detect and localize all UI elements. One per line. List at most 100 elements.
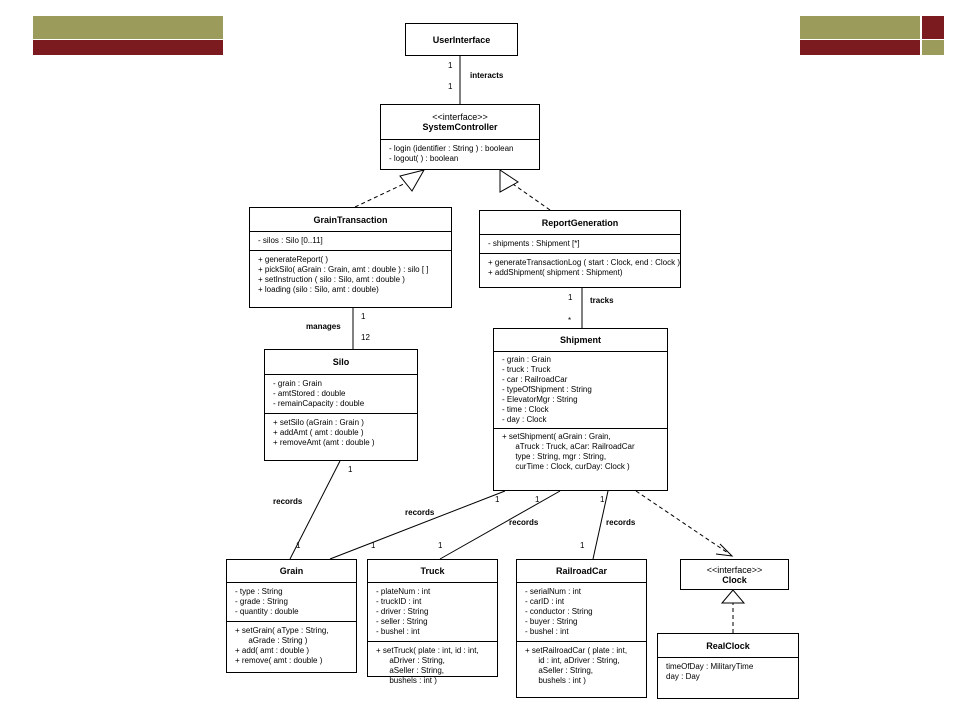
class-attr: - plateNum : int — [376, 587, 431, 596]
mult-ui-top: 1 — [448, 61, 453, 70]
class-shipment-attrs: - grain : Grain - truck : Truck - car : … — [494, 352, 667, 429]
mult-shipment-records-grain: 1 — [495, 495, 500, 504]
class-truck-attrs: - plateNum : int - truckID : int - drive… — [368, 583, 497, 642]
class-attr: - truck : Truck — [502, 365, 551, 374]
mult-truck: 1 — [438, 541, 443, 550]
class-op: + setGrain( aType : String, — [235, 626, 329, 635]
class-reportgeneration-name: ReportGeneration — [480, 211, 680, 235]
mult-shipment-records-railroadcar: 1 — [600, 495, 605, 504]
class-graintransaction-name: GrainTransaction — [250, 208, 451, 232]
class-op: - logout( ) : boolean — [389, 154, 459, 163]
class-grain-ops: + setGrain( aType : String, aGrade : Str… — [227, 622, 356, 670]
mult-ui-bottom: 1 — [448, 82, 453, 91]
class-clock-header: <<interface>> Clock — [681, 560, 788, 589]
class-op: id : int, aDriver : String, — [525, 656, 620, 665]
label-manages: manages — [306, 322, 341, 331]
label-shipment-records-truck: records — [509, 518, 539, 527]
class-systemcontroller-ops: - login (identifier : String ) : boolean… — [381, 140, 539, 168]
class-attr: - amtStored : double — [273, 389, 346, 398]
class-op: + loading (silo : Silo, amt : double) — [258, 285, 379, 294]
class-op: curTime : Clock, curDay: Clock ) — [502, 462, 630, 471]
label-shipment-records-railroadcar: records — [606, 518, 636, 527]
class-op: + addAmt ( amt : double ) — [273, 428, 364, 437]
class-systemcontroller: <<interface>> SystemController - login (… — [380, 104, 540, 170]
class-op: + add( amt : double ) — [235, 646, 310, 655]
mult-silo: 12 — [361, 333, 370, 342]
header-square-olive — [922, 40, 944, 55]
class-attr: - time : Clock — [502, 405, 549, 414]
mult-rg: 1 — [568, 293, 573, 302]
class-attr: - grain : Grain — [273, 379, 322, 388]
class-attr: - buyer : String — [525, 617, 578, 626]
class-userinterface: UserInterface — [405, 23, 518, 56]
class-reportgeneration-ops: + generateTransactionLog ( start : Clock… — [480, 254, 680, 282]
edge-silo-grain — [289, 460, 341, 560]
edge-shipment-railroadcar — [592, 490, 609, 560]
edge-shipment-clock — [635, 490, 729, 554]
header-bar-left-olive — [33, 16, 223, 39]
class-realclock-attrs: timeOfDay : MilitaryTime day : Day — [658, 658, 798, 686]
mult-railroadcar: 1 — [580, 541, 585, 550]
class-attr: - seller : String — [376, 617, 428, 626]
mult-silo-records: 1 — [348, 465, 353, 474]
class-attr: - bushel : int — [525, 627, 569, 636]
class-railroadcar-attrs: - serialNum : int - carID : int - conduc… — [517, 583, 646, 642]
class-attr: - conductor : String — [525, 607, 593, 616]
class-op: + removeAmt (amt : double ) — [273, 438, 375, 447]
label-silo-records: records — [273, 497, 303, 506]
realization-arrowhead-clock — [720, 589, 746, 604]
class-truck: Truck - plateNum : int - truckID : int -… — [367, 559, 498, 685]
class-attr: - grade : String — [235, 597, 288, 606]
class-railroadcar: RailroadCar - serialNum : int - carID : … — [516, 559, 647, 698]
class-attr: - serialNum : int — [525, 587, 582, 596]
class-op: + generateTransactionLog ( start : Clock… — [488, 258, 681, 267]
label-tracks: tracks — [590, 296, 614, 305]
class-reportgeneration-attrs: - shipments : Shipment [*] — [480, 235, 680, 254]
class-attr: - quantity : double — [235, 607, 299, 616]
class-op: bushels : int ) — [525, 676, 586, 685]
class-systemcontroller-header: <<interface>> SystemController — [381, 105, 539, 140]
class-op: type : String, mgr : String, — [502, 452, 607, 461]
class-clock-stereotype: <<interface>> — [706, 564, 763, 575]
class-graintransaction-ops: + generateReport( ) + pickSilo( aGrain :… — [250, 251, 451, 299]
class-userinterface-name: UserInterface — [432, 34, 491, 45]
class-realclock-name: RealClock — [658, 634, 798, 658]
class-graintransaction: GrainTransaction - silos : Silo [0..11] … — [249, 207, 452, 308]
header-bar-right-olive — [800, 16, 920, 39]
class-grain: Grain - type : String - grade : String -… — [226, 559, 357, 673]
edge-shipment-truck — [439, 490, 561, 560]
header-bar-right-maroon — [800, 40, 920, 55]
edge-shipment-grain — [329, 490, 506, 560]
edge-rg-controller — [509, 181, 551, 211]
class-op: aSeller : String, — [525, 666, 594, 675]
class-truck-name: Truck — [368, 560, 497, 583]
class-attr: - bushel : int — [376, 627, 420, 636]
class-op: + setRailroadCar ( plate : int, — [525, 646, 628, 655]
class-reportgeneration: ReportGeneration - shipments : Shipment … — [479, 210, 681, 288]
class-railroadcar-name: RailroadCar — [517, 560, 646, 583]
class-clock: <<interface>> Clock — [680, 559, 789, 590]
class-clock-name: Clock — [722, 574, 747, 585]
class-attr: - typeOfShipment : String — [502, 385, 592, 394]
class-realclock: RealClock timeOfDay : MilitaryTime day :… — [657, 633, 799, 699]
class-grain-name: Grain — [227, 560, 356, 583]
label-interacts: interacts — [470, 71, 504, 80]
class-silo-name: Silo — [265, 350, 417, 375]
class-attr: day : Day — [666, 672, 700, 681]
edge-gt-controller — [354, 179, 413, 208]
header-bar-left-maroon — [33, 40, 223, 55]
class-attr: - type : String — [235, 587, 283, 596]
class-attr: - grain : Grain — [502, 355, 551, 364]
mult-grain-from-silo: 1 — [296, 541, 301, 550]
class-shipment: Shipment - grain : Grain - truck : Truck… — [493, 328, 668, 491]
class-graintransaction-attrs: - silos : Silo [0..11] — [250, 232, 451, 251]
class-railroadcar-ops: + setRailroadCar ( plate : int, id : int… — [517, 642, 646, 690]
class-op: aGrade : String ) — [235, 636, 308, 645]
realization-arrowhead-left — [399, 169, 426, 192]
class-op: - login (identifier : String ) : boolean — [389, 144, 514, 153]
class-op: + setInstruction ( silo : Silo, amt : do… — [258, 275, 405, 284]
class-op: bushels : int ) — [376, 676, 437, 685]
class-attr: timeOfDay : MilitaryTime — [666, 662, 754, 671]
header-square-maroon — [922, 16, 944, 39]
